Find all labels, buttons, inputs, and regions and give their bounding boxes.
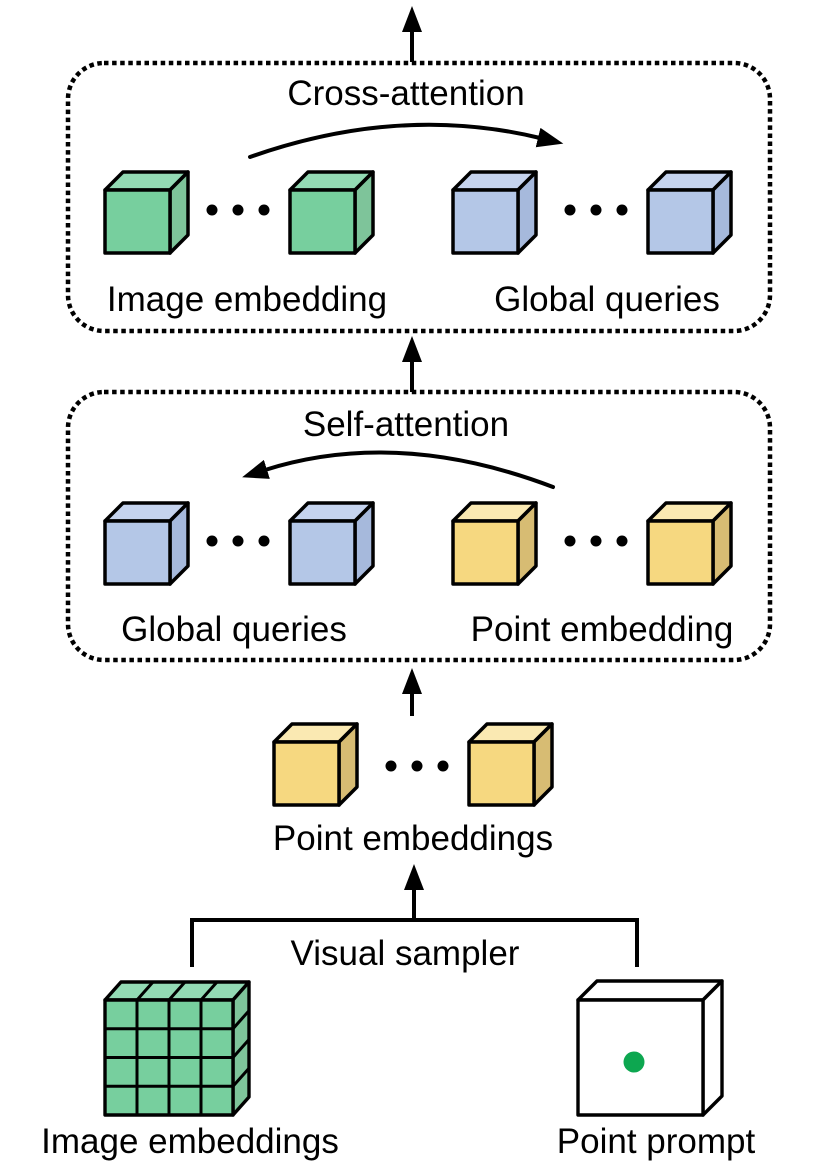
image-embedding-label: Image embedding	[107, 280, 387, 319]
global-query-cube-1	[451, 170, 538, 255]
point-embedding-cube-1	[272, 722, 359, 807]
self-attention-title: Self-attention	[303, 405, 509, 444]
volume-side-gridlines	[231, 1009, 251, 1088]
self-attention-block: Self-attention Global queries Point embe…	[65, 389, 773, 663]
image-embeddings-label: Image embeddings	[41, 1122, 339, 1161]
point-embeddings-label: Point embeddings	[273, 819, 553, 858]
image-embedding-cube-2	[288, 170, 375, 255]
global-query-cube-2	[646, 170, 733, 255]
global-query-cube-1	[103, 501, 190, 586]
global-queries-label: Global queries	[121, 610, 347, 649]
ellipsis-dots-icon	[564, 204, 628, 216]
volume-top-gridlines	[135, 981, 219, 1001]
visual-sampler-bracket	[190, 918, 639, 967]
point-prompt-label: Point prompt	[557, 1122, 756, 1161]
prompt-top-face	[576, 979, 724, 1002]
prompt-point-dot-icon	[623, 1051, 645, 1073]
point-embeddings-group: Point embeddings	[272, 722, 554, 858]
image-embedding-cube-1	[103, 170, 190, 255]
cross-attention-title: Cross-attention	[287, 74, 524, 113]
visual-sampler-group: Visual sampler	[190, 864, 639, 973]
visual-sampler-label: Visual sampler	[291, 934, 520, 973]
ellipsis-dots-icon	[385, 760, 449, 772]
ellipsis-dots-icon	[206, 204, 270, 216]
image-embeddings-volume	[103, 980, 251, 1117]
ellipsis-dots-icon	[564, 535, 628, 547]
point-embedding-cube-2	[646, 501, 733, 586]
point-embedding-cube-1	[451, 501, 538, 586]
prompt-side-face	[701, 979, 724, 1117]
global-queries-label: Global queries	[494, 280, 720, 319]
volume-front-gridlines	[105, 1000, 233, 1115]
self-attention-arrow	[242, 450, 555, 489]
ellipsis-dots-icon	[206, 535, 270, 547]
point-embedding-label: Point embedding	[471, 610, 734, 649]
point-prompt-box	[576, 979, 724, 1117]
cross-attention-block: Cross-attention Image embedding Global q…	[65, 60, 773, 334]
global-query-cube-2	[288, 501, 375, 586]
point-embedding-cube-2	[467, 722, 554, 807]
cross-attention-arrow	[248, 122, 564, 159]
